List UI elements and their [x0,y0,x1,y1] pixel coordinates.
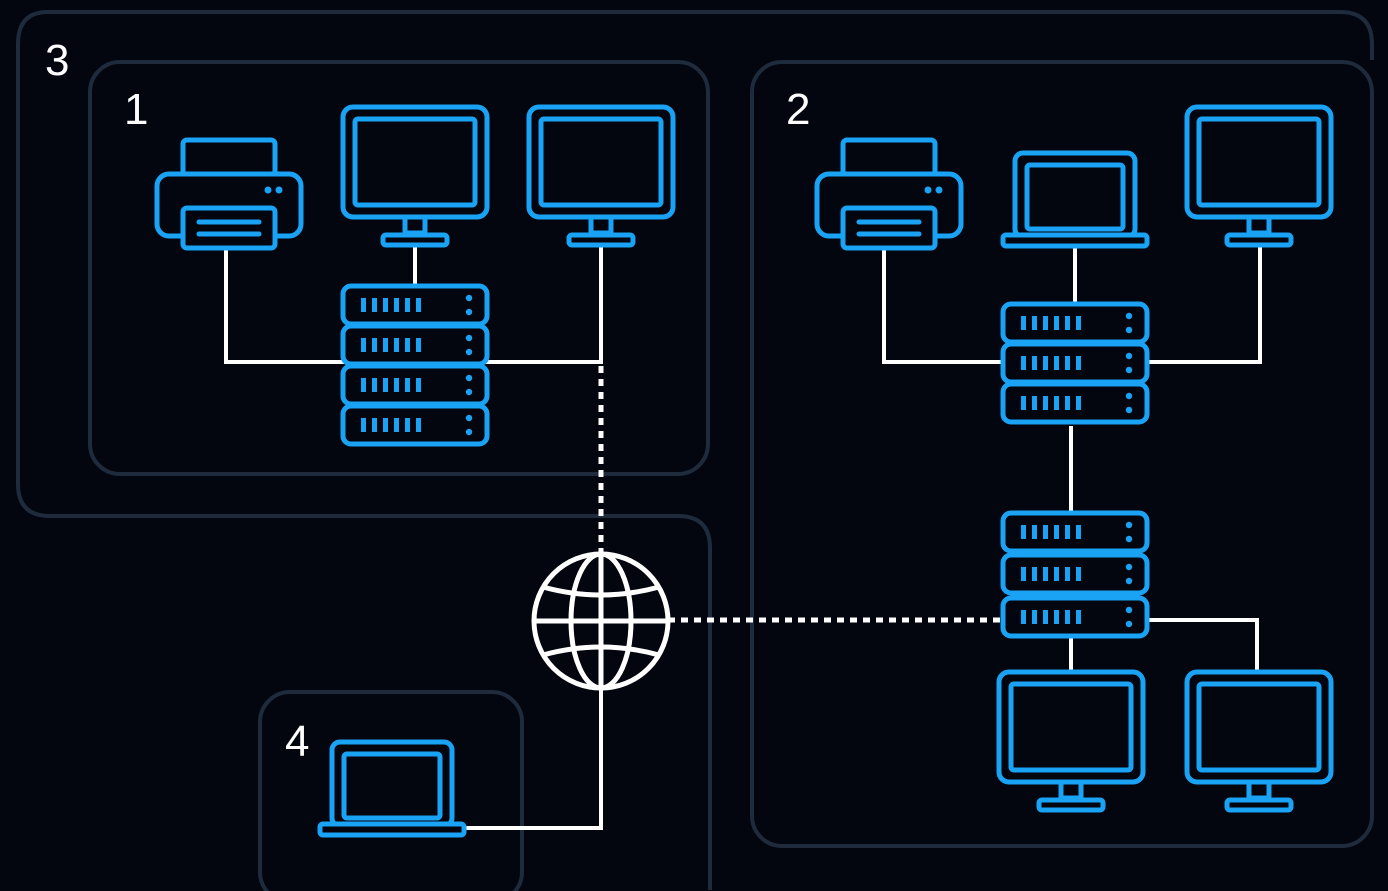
wire-monitor2-server2 [1145,246,1262,364]
wire-printer1-server1 [224,246,345,364]
wires [224,246,1262,830]
server-unit-icon [343,326,487,364]
server-unit-icon [1003,555,1147,593]
monitor-icon [343,107,487,245]
zone-1-border [88,60,710,476]
zone-2-border [750,60,1374,848]
printer-icon [817,140,961,248]
monitor-icon [999,672,1143,810]
zone-4-border [258,690,524,891]
zone-2-label: 2 [786,85,810,134]
laptop-icon [320,742,464,835]
laptop-icon [1003,153,1147,246]
server-rack-icon [1003,513,1147,636]
globe-icon [531,551,671,691]
server-unit-icon [1003,513,1147,551]
server-unit-icon [1003,598,1147,636]
server-unit-icon [1003,304,1147,342]
wire-monitor1b-server1 [485,246,603,364]
monitor-icon [1187,107,1331,245]
server-rack-icon [343,286,487,444]
server-unit-icon [343,366,487,404]
zone-1-label: 1 [124,85,148,134]
wire-printer2-server2 [882,246,1003,364]
server-unit-icon [1003,344,1147,382]
wire-laptop4-internet [463,690,603,830]
zone-3-border [16,10,1374,890]
wire-server3-monitor3b [1145,618,1259,672]
zone-4-label: 4 [285,717,309,766]
zone-3-label: 3 [45,36,69,85]
monitor-icon [1187,672,1331,810]
printer-icon [157,140,301,248]
monitor-icon [529,107,673,245]
server-rack-icon [1003,304,1147,422]
server-unit-icon [1003,384,1147,422]
server-unit-icon [343,406,487,444]
server-unit-icon [343,286,487,324]
